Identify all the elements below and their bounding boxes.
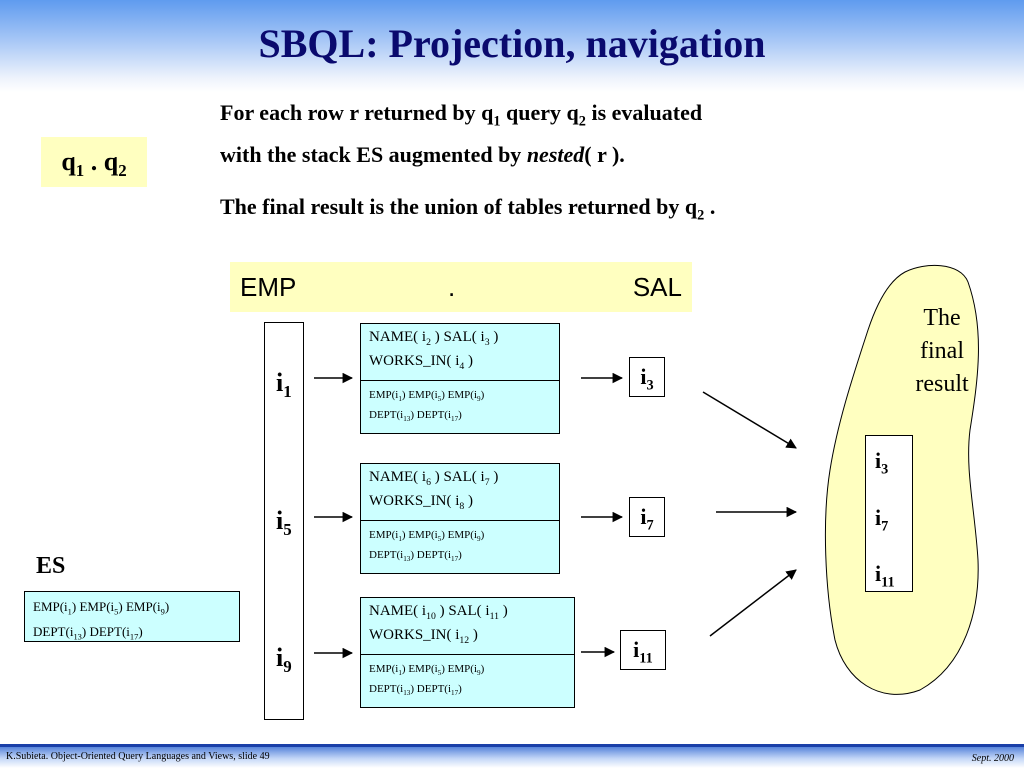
- expression-left: EMP: [240, 272, 297, 302]
- stack-frame: NAME( i10 ) SAL( i11 )WORKS_IN( i12 ) EM…: [360, 597, 575, 709]
- es-label: ES: [36, 553, 66, 579]
- description-line-3: The final result is the union of tables …: [220, 194, 716, 224]
- partial-result: i11: [620, 630, 666, 670]
- footer-bar: [0, 744, 1024, 768]
- arrow: [702, 391, 797, 449]
- expression-right: SAL: [632, 272, 682, 302]
- sequence-item: i1: [276, 368, 292, 402]
- description: For each row r returned by q1 query q2 i…: [220, 96, 1000, 233]
- arrow: [709, 569, 797, 637]
- footer-credit: K.Subieta. Object-Oriented Query Languag…: [6, 751, 270, 762]
- slide-title: SBQL: Projection, navigation: [258, 21, 766, 66]
- environment-stack: EMP(i1) EMP(i5) EMP(i9)DEPT(i13) DEPT(i1…: [24, 591, 240, 642]
- stack-frame: NAME( i2 ) SAL( i3 )WORKS_IN( i4 ) EMP(i…: [360, 323, 560, 435]
- final-result-label: The final result: [915, 305, 969, 397]
- sequence-item: i9: [276, 643, 292, 677]
- final-result-item: i3: [875, 448, 889, 478]
- sequence-item: i5: [276, 506, 292, 540]
- description-line-1: For each row r returned by q1 query q2 i…: [220, 100, 703, 130]
- frame-binders: NAME( i6 ) SAL( i7 )WORKS_IN( i8 ): [361, 464, 559, 521]
- final-result-item: i7: [875, 505, 889, 535]
- partial-result: i7: [629, 497, 665, 537]
- frame-binders: NAME( i10 ) SAL( i11 )WORKS_IN( i12 ): [361, 598, 574, 655]
- frame-binders: NAME( i2 ) SAL( i3 )WORKS_IN( i4 ): [361, 324, 559, 381]
- final-result-item: i11: [875, 561, 895, 591]
- footer-line: [0, 744, 1024, 747]
- final-result-table: [865, 435, 913, 592]
- frame-environment: EMP(i1) EMP(i5) EMP(i9)DEPT(i13) DEPT(i1…: [369, 389, 485, 424]
- frame-environment: EMP(i1) EMP(i5) EMP(i9)DEPT(i13) DEPT(i1…: [369, 663, 485, 698]
- query-expression: EMP . SAL: [230, 262, 692, 312]
- query-label: q1 . q2: [41, 137, 147, 187]
- partial-result: i3: [629, 357, 665, 397]
- result-sequence: [264, 322, 304, 720]
- expression-dot: .: [448, 272, 456, 302]
- description-line-2: with the stack ES augmented by nested( r…: [220, 142, 625, 168]
- header-band: [0, 0, 1024, 92]
- footer-date: Sept. 2000: [971, 753, 1014, 764]
- stack-frame: NAME( i6 ) SAL( i7 )WORKS_IN( i8 ) EMP(i…: [360, 463, 560, 575]
- frame-environment: EMP(i1) EMP(i5) EMP(i9)DEPT(i13) DEPT(i1…: [369, 529, 485, 564]
